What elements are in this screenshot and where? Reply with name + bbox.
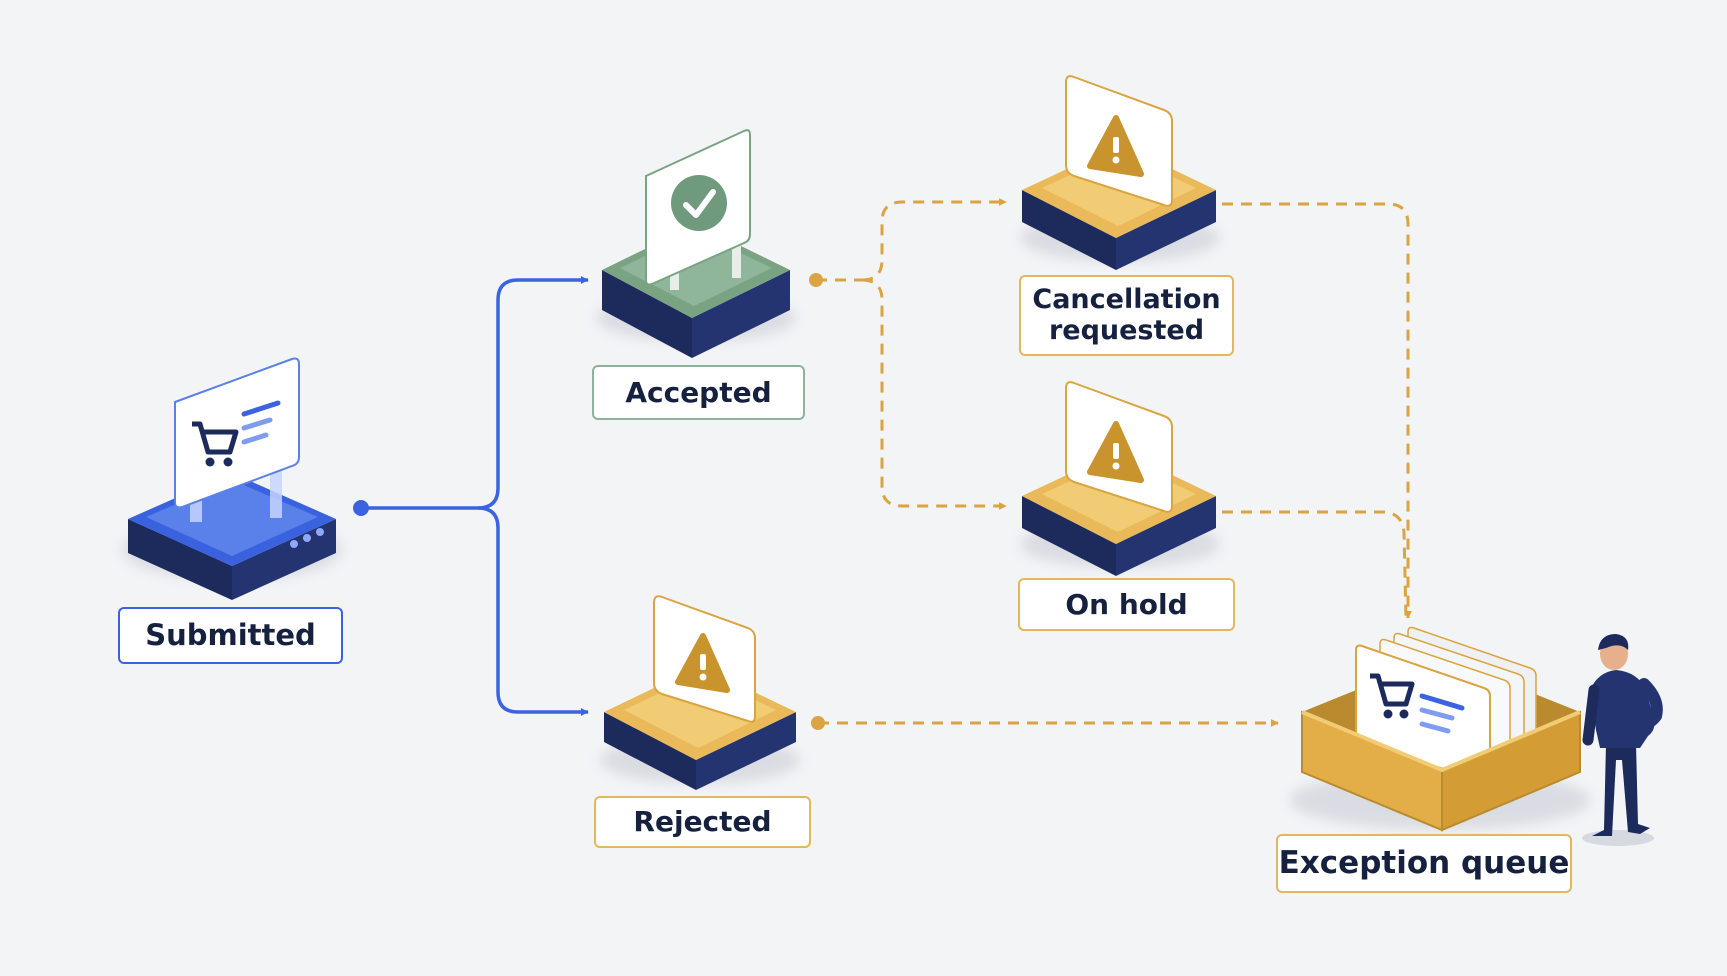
cancellation-requested-label: Cancellation requested xyxy=(1019,275,1234,356)
rejected-node xyxy=(600,595,800,790)
accepted-label: Accepted xyxy=(592,365,805,420)
exception-merge-connector xyxy=(1222,202,1412,619)
submitted-label: Submitted xyxy=(118,607,343,664)
rejected-label: Rejected xyxy=(594,796,811,848)
submitted-node xyxy=(122,357,342,600)
accepted-node xyxy=(596,129,796,358)
rejected-to-exception-connector xyxy=(811,716,1279,730)
warning-icon xyxy=(1087,115,1144,177)
person-icon xyxy=(1582,634,1663,846)
order-cards-icon xyxy=(1355,626,1537,782)
exception-queue-label: Exception queue xyxy=(1276,834,1572,893)
cancellation-requested-node xyxy=(1020,75,1220,270)
submitted-branch-connector xyxy=(353,276,589,716)
accepted-branch-connector xyxy=(809,198,1007,510)
checkmark-icon xyxy=(671,175,727,231)
exception-queue-node xyxy=(1290,626,1590,832)
on-hold-label: On hold xyxy=(1018,578,1235,631)
warning-icon xyxy=(675,633,730,693)
on-hold-node xyxy=(1020,381,1220,576)
shopping-cart-icon xyxy=(192,421,239,467)
warning-icon xyxy=(1087,421,1144,483)
